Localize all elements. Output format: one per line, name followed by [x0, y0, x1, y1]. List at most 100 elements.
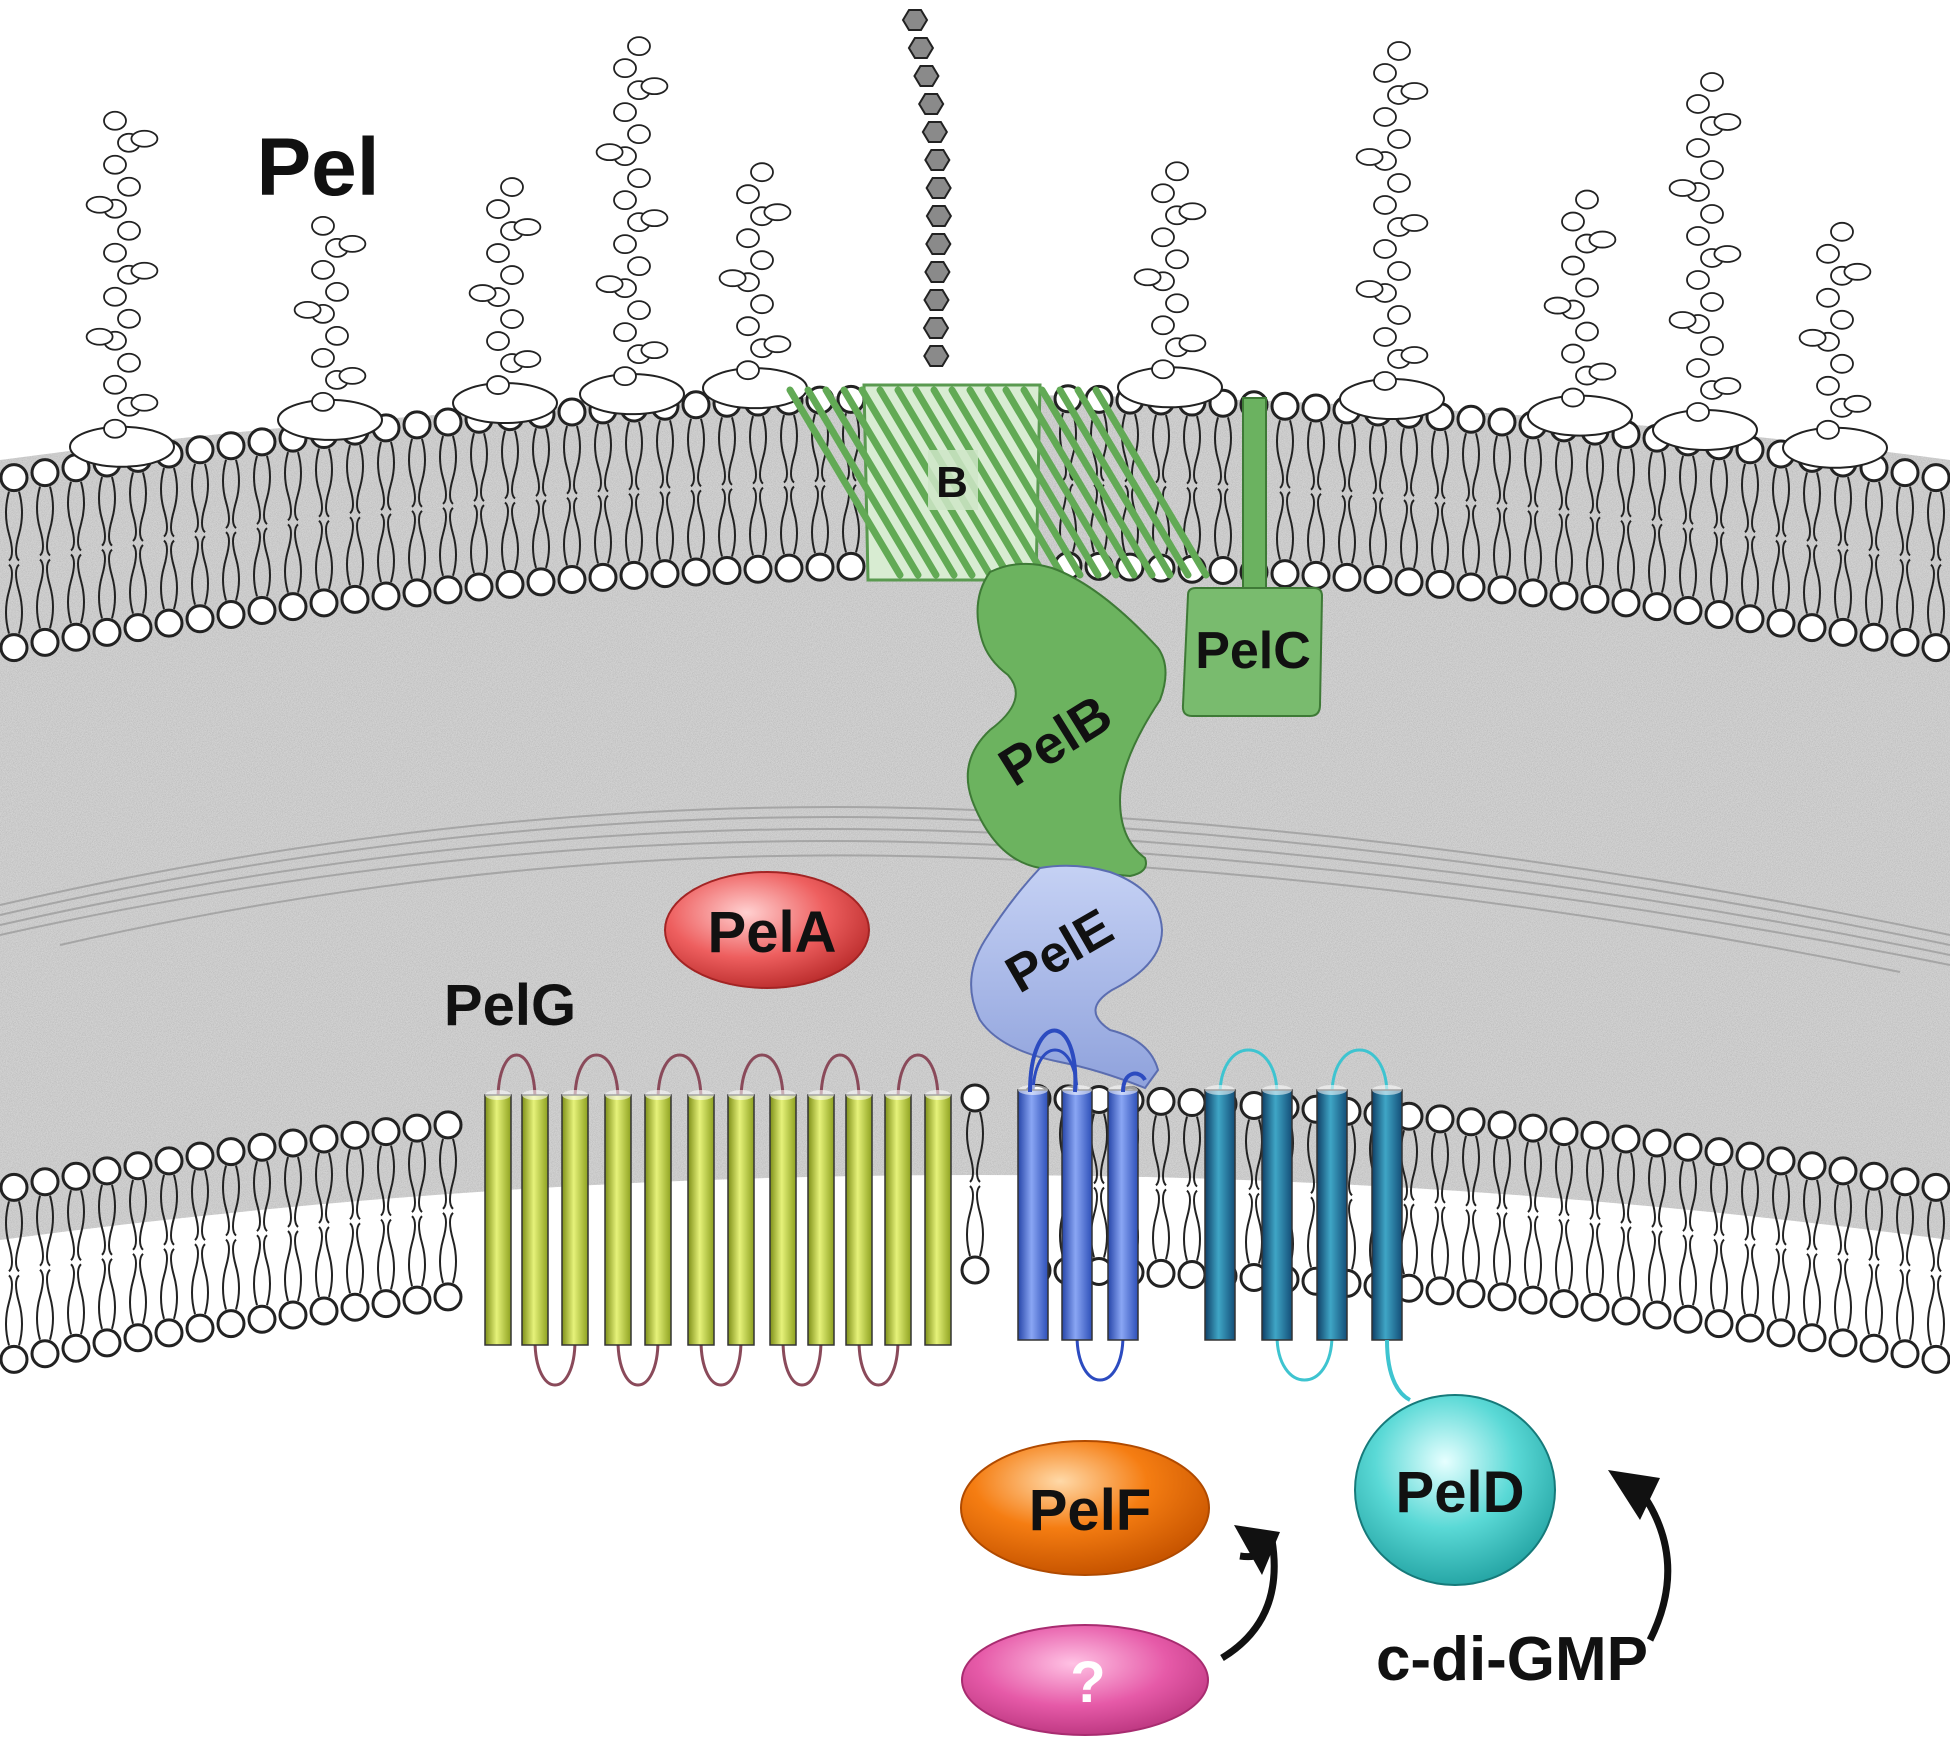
lipid-tail	[1493, 1212, 1501, 1284]
lipid-tail	[1162, 414, 1170, 484]
secreted-sugar-residue	[924, 149, 951, 171]
lipid-tail	[263, 1234, 271, 1306]
lipid-head	[1704, 599, 1734, 629]
lipid-tail	[98, 548, 106, 619]
lipid-tail	[263, 455, 271, 525]
lipid-tail	[1896, 1268, 1904, 1340]
lipid-tail	[1441, 1132, 1449, 1204]
lipid-tail	[439, 435, 447, 505]
lipid-head	[0, 463, 29, 493]
lipid-head	[1673, 595, 1703, 625]
pelG-helix	[521, 1094, 549, 1346]
lipid-head	[30, 1167, 60, 1197]
lipid-tail	[1472, 432, 1480, 502]
lipid-head	[123, 613, 153, 643]
lipid-tail	[294, 523, 302, 593]
lipid-tail	[67, 481, 75, 552]
barrel-strand	[822, 386, 940, 579]
lipid-tail	[1937, 1274, 1945, 1346]
extracellular-loop	[1330, 1048, 1389, 1096]
lipid-tail	[294, 451, 302, 522]
sugar-residue	[500, 265, 524, 285]
lipid-tail	[1741, 463, 1749, 534]
lipid-tail	[222, 531, 230, 601]
sugar-residue	[613, 322, 637, 343]
sugar-residue	[1830, 309, 1854, 330]
lipid-head	[619, 560, 649, 590]
lipid-tail	[1627, 1152, 1635, 1224]
lipid-tail	[387, 1145, 395, 1217]
lipid-tail	[1906, 1195, 1914, 1267]
lipid-tail	[139, 1179, 147, 1251]
lipid-tail	[1245, 1119, 1253, 1191]
lipid-head	[1518, 578, 1548, 608]
lipid-tail	[284, 1156, 292, 1228]
pelA-protein: PelA	[664, 871, 870, 989]
lipid-tail	[294, 1156, 302, 1228]
lipid-head	[960, 1255, 990, 1285]
lipid-tail	[511, 501, 519, 571]
lipid-tail	[1534, 510, 1542, 580]
pelG-helix	[561, 1094, 589, 1346]
lipid-tail	[532, 499, 540, 569]
lipid-tail	[346, 1222, 354, 1294]
pelD-helix-cap	[1372, 1085, 1402, 1095]
lipid-tail	[346, 1148, 354, 1220]
sugar-residue	[736, 360, 760, 381]
lipid-tail	[1555, 1145, 1563, 1217]
lipid-tail	[1844, 1258, 1852, 1330]
sugar-branch	[293, 300, 322, 319]
lipid-tail	[1431, 1132, 1439, 1204]
pelE-loop	[1028, 1028, 1078, 1093]
pelG-helix	[924, 1094, 952, 1346]
secreted-sugar-residue	[924, 261, 951, 283]
sugar-residue	[311, 215, 335, 236]
lipid-tail	[1875, 1189, 1883, 1261]
barrel-strand	[786, 386, 904, 579]
sugar-branch	[130, 129, 159, 148]
lipid-tail	[1772, 1248, 1780, 1320]
lipid-tail	[1937, 491, 1945, 562]
lipid-tail	[1555, 441, 1563, 511]
lipid-head	[774, 553, 804, 583]
lipid-tail	[1503, 1212, 1511, 1284]
pelG-helix-cap	[770, 1090, 796, 1100]
lipid-head	[1921, 1172, 1950, 1202]
lipid-head	[681, 390, 711, 420]
lipid-tail	[1648, 1230, 1656, 1302]
lipid-tail	[1927, 1274, 1935, 1346]
lipid-head	[1890, 1167, 1920, 1197]
lipid-head	[1301, 560, 1331, 590]
sugar-residue	[117, 176, 141, 197]
lipid-tail	[1596, 1148, 1604, 1220]
lipid-tail	[1410, 1129, 1418, 1201]
lipid-tail	[501, 501, 509, 571]
lipid-head	[371, 581, 401, 611]
sugar-branch	[640, 209, 669, 228]
lipid-tail	[1586, 1148, 1594, 1220]
lipid-tail	[439, 1138, 447, 1210]
lipid-tail	[1927, 1201, 1935, 1273]
lipid-tail	[67, 1263, 75, 1335]
lipid-head	[1921, 633, 1950, 663]
lipid-tail	[356, 516, 364, 586]
lipid-tail	[418, 1141, 426, 1213]
pelG-helix-cap	[562, 1090, 588, 1100]
lipid-tail	[1245, 1192, 1253, 1264]
lipid-tail	[1183, 1189, 1191, 1261]
lipid-tail	[325, 1152, 333, 1224]
pelG-helix-cap	[485, 1090, 511, 1100]
lipid-tail	[1658, 1156, 1666, 1228]
sugar-residue	[613, 366, 637, 387]
lipid-tail	[1844, 476, 1852, 547]
lipid-tail	[1865, 481, 1873, 552]
sugar-residue	[1700, 160, 1724, 180]
sugar-branch	[763, 335, 792, 354]
lipid-tail	[1400, 427, 1408, 497]
lipid-tail	[1751, 535, 1759, 605]
lipid-tail	[98, 1258, 106, 1330]
lipid-head	[61, 622, 91, 652]
lipid-tail	[749, 415, 757, 485]
cytoplasmic-loop	[857, 1339, 900, 1387]
lipid-tail	[728, 488, 736, 557]
